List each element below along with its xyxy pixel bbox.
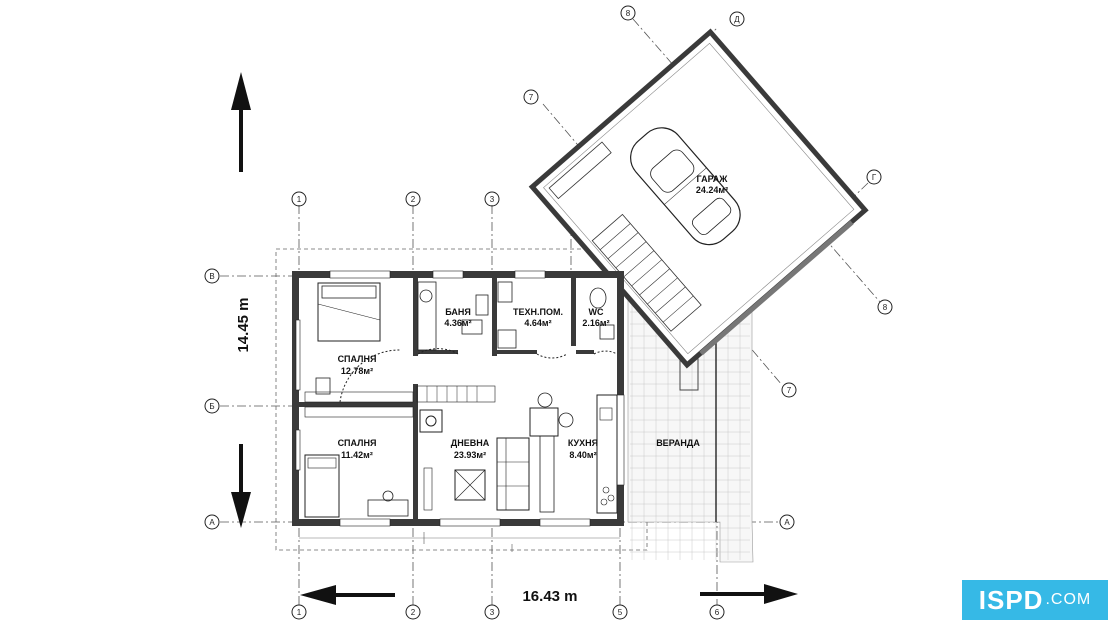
kitchen-counter [596,394,618,514]
coffee-table [454,469,486,501]
shower [417,281,437,351]
dimension-depth: 14.45 m [235,297,252,352]
svg-text:8: 8 [626,9,631,18]
wardrobe [304,391,414,418]
wc-toilet [589,287,607,309]
entrance-stair [416,385,496,403]
room-label-bath-area: 4.36м² [444,318,471,328]
room-label-bedroom2-name: СПАЛНЯ [338,438,377,448]
logo-suffix: .COM [1045,591,1092,608]
svg-text:В: В [209,272,214,281]
room-label-living-name: ДНЕВНА [451,438,490,448]
single-bed-icon [304,454,340,518]
room-label-kitchen-area: 8.40м² [569,450,596,460]
axis-bubble-8-right: 8 [877,299,893,315]
room-label-living-area: 23.93м² [454,450,486,460]
sink [461,319,483,335]
svg-text:А: А [784,518,790,527]
dimension-width: 16.43 m [522,588,577,605]
axis-bubble-1-bottom: 1 [291,604,307,620]
bed-icon [317,282,381,342]
svg-text:1: 1 [297,608,302,617]
arrow-left-icon [300,585,336,605]
room-labels: СПАЛНЯ 12.78м² БАНЯ 4.36м² ТЕХН.ПОМ. 4.6… [338,174,729,460]
house [292,270,625,527]
axis-bubble-1-top: 1 [291,191,307,207]
ispd-logo: ISPD.COM [962,580,1108,620]
room-label-tech-area: 4.64м² [524,318,551,328]
svg-text:Б: Б [209,402,214,411]
room-label-bedroom1-area: 12.78м² [341,366,373,376]
room-label-wc-name: WC [589,307,604,317]
axis-bubble-7-right: 7 [781,382,797,398]
svg-text:Г: Г [872,173,877,182]
room-label-kitchen-name: КУХНЯ [568,438,598,448]
room-label-veranda-name: ВЕРАНДА [656,438,700,448]
axis-bubble-B-left: Б [204,398,220,414]
svg-text:7: 7 [787,386,792,395]
svg-text:1: 1 [297,195,302,204]
arrow-up-icon [231,72,251,110]
room-label-wc-area: 2.16м² [582,318,609,328]
svg-text:А: А [209,518,215,527]
svg-text:7: 7 [529,93,534,102]
svg-text:2: 2 [411,195,416,204]
stove-icon [419,409,443,433]
svg-text:3: 3 [490,195,495,204]
logo-main: ISPD [978,584,1044,615]
room-label-bath-name: БАНЯ [445,307,471,317]
axis-bubble-7-left: 7 [523,89,539,105]
axis-bubble-D-top: Д [729,11,745,27]
axis-bubble-6-bottom: 6 [709,604,725,620]
svg-text:8: 8 [883,303,888,312]
bottom-ticks [299,532,620,552]
axis-bubble-3-top: 3 [484,191,500,207]
svg-text:6: 6 [715,608,720,617]
svg-text:Д: Д [734,15,740,24]
room-label-garage-name: ГАРАЖ [697,174,729,184]
svg-text:3: 3 [490,608,495,617]
bath-toilet [475,294,489,316]
axis-bubble-3-bottom: 3 [484,604,500,620]
tv-stand [423,467,433,511]
garage-stair [591,213,702,332]
axis-bubble-V-left: В [204,268,220,284]
arrow-right-icon [764,584,798,604]
car-icon [630,127,741,246]
arrow-down-icon [231,492,251,528]
axis-bubble-A-right: А [779,514,795,530]
room-label-tech-name: ТЕХН.ПОМ. [513,307,563,317]
sofa [496,437,530,511]
axis-bubble-A-left: А [204,514,220,530]
axis-bubble-8-top: 8 [620,5,636,21]
axis-bubble-2-bottom: 2 [405,604,421,620]
room-label-bedroom1-name: СПАЛНЯ [338,354,377,364]
axis-bubble-2-top: 2 [405,191,421,207]
room-label-garage-area: 24.24м² [696,185,728,195]
desk [367,499,409,517]
room-label-bedroom2-area: 11.42м² [341,450,373,460]
svg-text:2: 2 [411,608,416,617]
axis-bubble-G-right: Г [866,169,882,185]
axis-bubble-5-bottom: 5 [612,604,628,620]
dimension-arrows: 16.43 m 14.45 m [231,72,798,605]
svg-text:5: 5 [618,608,623,617]
nightstand [315,377,331,395]
